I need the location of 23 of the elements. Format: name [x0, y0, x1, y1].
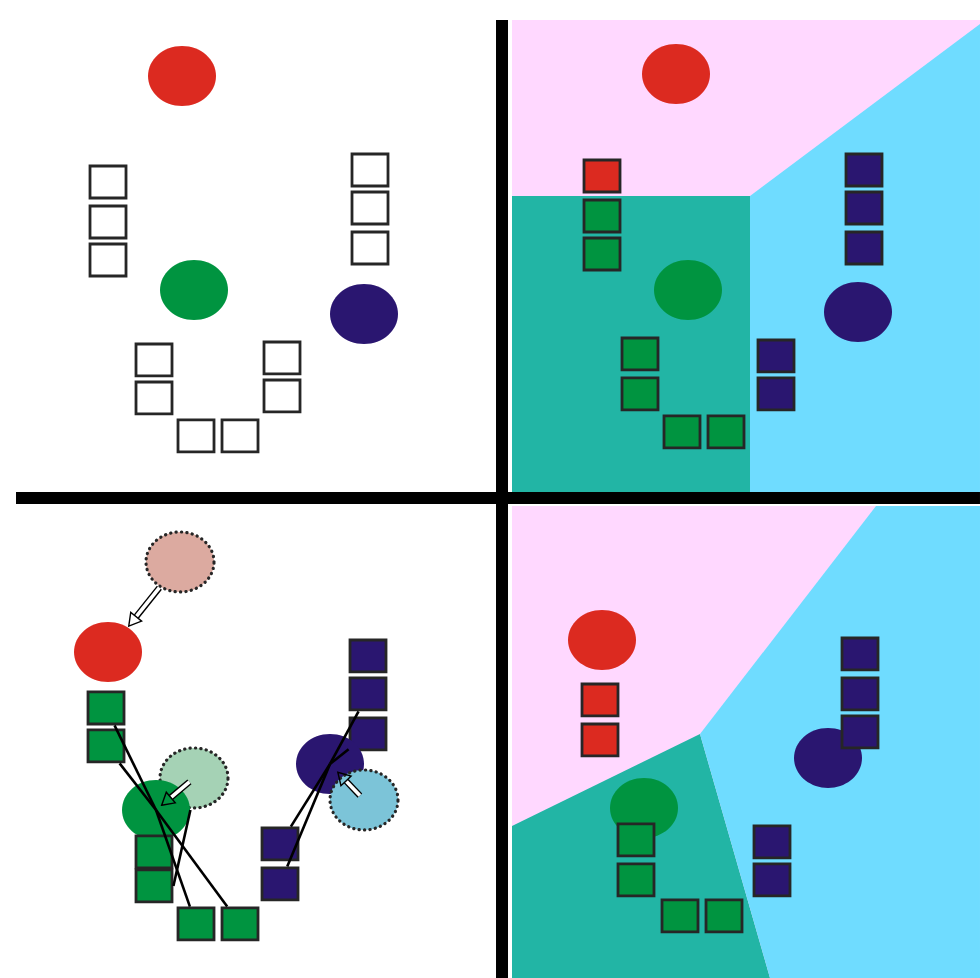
assignment-line — [154, 809, 192, 907]
assignment-line — [154, 809, 229, 908]
data-square — [134, 868, 174, 904]
data-square — [220, 906, 260, 942]
assignment-line — [328, 710, 360, 765]
data-square — [86, 728, 126, 764]
data-square — [348, 716, 388, 752]
data-square — [134, 834, 174, 870]
data-square — [260, 826, 300, 862]
data-square — [348, 638, 388, 674]
assignment-line — [286, 763, 332, 868]
data-square — [86, 690, 126, 726]
data-square — [260, 866, 300, 902]
assignment-line — [172, 809, 192, 887]
data-square — [176, 906, 216, 942]
assignment-line — [113, 724, 158, 811]
data-square — [348, 676, 388, 712]
assignment-line — [289, 763, 332, 828]
centroid-circle — [74, 621, 142, 682]
assignment-line — [118, 762, 158, 811]
assignment-line — [329, 748, 350, 765]
previous-centroid-circle — [144, 530, 216, 594]
previous-centroid-circle — [328, 768, 400, 832]
